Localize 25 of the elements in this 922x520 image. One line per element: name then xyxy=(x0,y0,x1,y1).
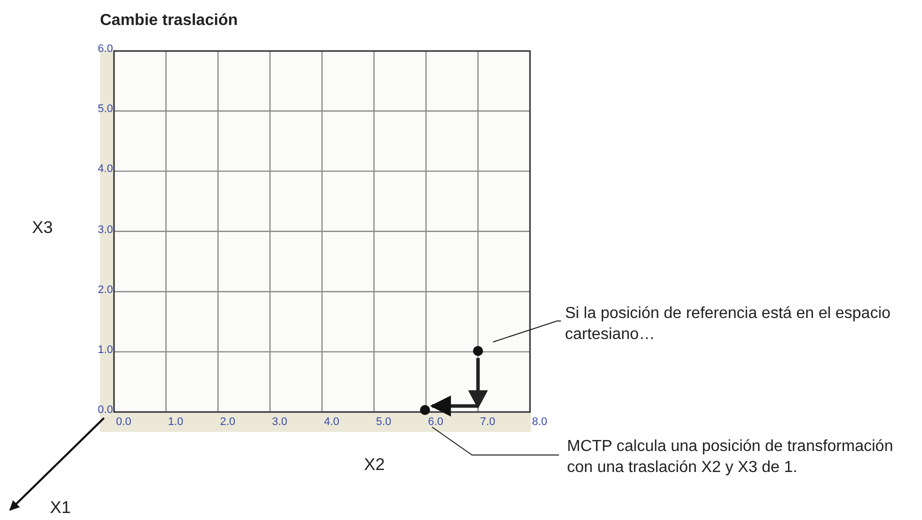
axis-label: X3 xyxy=(32,218,53,238)
tick-label: 1.0 xyxy=(168,416,184,428)
tick-label: 5.0 xyxy=(98,103,113,116)
axis-label: X1 xyxy=(50,498,71,518)
tick-label: 6.0 xyxy=(428,416,444,428)
leader-line xyxy=(492,320,562,342)
tick-label: 6.0 xyxy=(98,43,113,55)
tick-label: 7.0 xyxy=(480,416,496,428)
axis-label: X2 xyxy=(364,455,385,475)
tick-label: 4.0 xyxy=(98,163,113,176)
tick-label: 0.0 xyxy=(98,404,113,416)
tick-label: 3.0 xyxy=(98,224,113,236)
tick-label: 0.0 xyxy=(116,416,132,428)
title: Cambie traslación xyxy=(100,12,238,30)
tick-label: 5.0 xyxy=(376,416,392,428)
tick-label: 2.0 xyxy=(98,284,113,296)
tick-label: 8.0 xyxy=(532,416,548,428)
tick-label: 4.0 xyxy=(324,416,340,428)
tick-label: 3.0 xyxy=(272,416,288,428)
tick-label: 2.0 xyxy=(220,416,236,428)
tick-label: 1.0 xyxy=(98,344,113,356)
callout-text: Si la posición de referencia está en el espacio cartesiano… xyxy=(565,303,920,345)
leader-line xyxy=(432,426,560,456)
arrow xyxy=(430,356,488,416)
callout-text: MCTP calcula una posición de transformación con una traslación X2 y X3 de 1. xyxy=(567,436,912,478)
